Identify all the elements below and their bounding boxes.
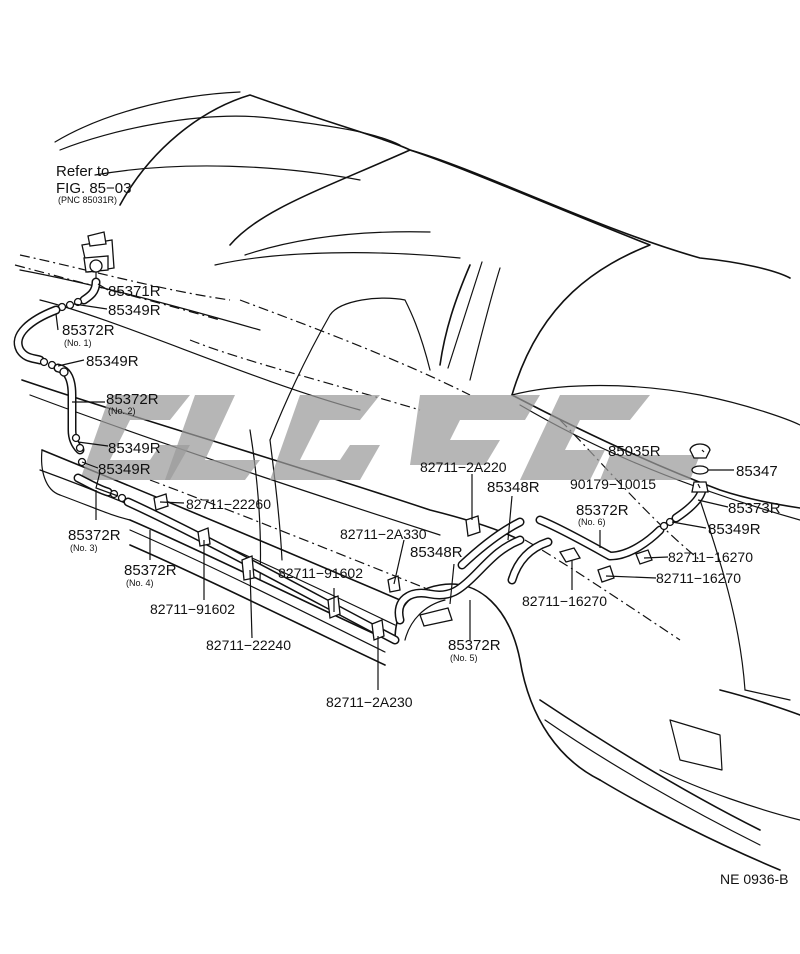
reference-line-1: Refer to [56,163,109,180]
callout-82711-16270-b: 82711−16270 [668,549,753,565]
callout-82711-2a220: 82711−2A220 [420,459,507,475]
callout-85349r-a: 85349R [108,302,161,319]
callout-85348r-b: 85348R [487,479,540,496]
callout-85373r: 85373R [728,500,781,517]
callout-82711-91602-b: 82711−91602 [278,565,363,581]
reference-line-2: FIG. 85−03 [56,180,131,197]
callout-85372r-no6: 85372R [576,502,629,519]
callout-85349r-e: 85349R [708,521,761,538]
car-body [14,91,800,871]
callout-85372r-no4: 85372R [124,562,177,579]
callout-85372r-no3: 85372R [68,527,121,544]
washer-pump [81,231,115,283]
callout-85372r-no1-sub: (No. 1) [64,338,92,348]
callout-82711-22240: 82711−22240 [206,637,291,653]
callout-85372r-no1: 85372R [62,322,115,339]
callout-85372r-no5: 85372R [448,637,501,654]
callout-labels: 85371R 85349R 85372R (No. 1) 85349R 8537… [62,283,781,710]
reference-line-3: (PNC 85031R) [58,195,117,205]
callout-85372r-no3-sub: (No. 3) [70,543,98,553]
callout-82711-22260: 82711−22260 [186,496,271,512]
callout-82711-16270-a: 82711−16270 [522,593,607,609]
callout-85347: 85347 [736,463,778,480]
leader-lines [55,283,734,690]
callout-82711-91602-a: 82711−91602 [150,601,235,617]
callout-85348r-a: 85348R [410,544,463,561]
callout-82711-16270-c: 82711−16270 [656,570,741,586]
callout-82711-2a230: 82711−2A230 [326,694,413,710]
callout-85349r-d: 85349R [98,461,151,478]
washer-hoses [13,231,711,645]
rear-bumper [599,779,781,871]
diagram-code: NE 0936-B [720,871,788,887]
callout-85035r: 85035R [608,443,661,460]
rear-window [229,149,651,396]
callout-85372r-no2: 85372R [106,391,159,408]
rocker-panel [41,449,401,601]
callout-82711-2a330: 82711−2A330 [340,526,427,542]
washer-nozzle [689,443,711,493]
callout-85349r-b: 85349R [86,353,139,370]
watermark-logo [80,395,700,480]
reference-note: Refer to FIG. 85−03 (PNC 85031R) [56,163,131,205]
callout-90179-10015: 90179−10015 [570,476,656,492]
callout-85372r-no2-sub: (No. 2) [108,406,136,416]
callout-85372r-no5-sub: (No. 5) [450,653,478,663]
callout-85349r-c: 85349R [108,440,161,457]
callout-85371r: 85371R [108,283,161,300]
roof-outline [119,94,791,279]
callout-85372r-no4-sub: (No. 4) [126,578,154,588]
callout-85372r-no6-sub: (No. 6) [578,517,606,527]
